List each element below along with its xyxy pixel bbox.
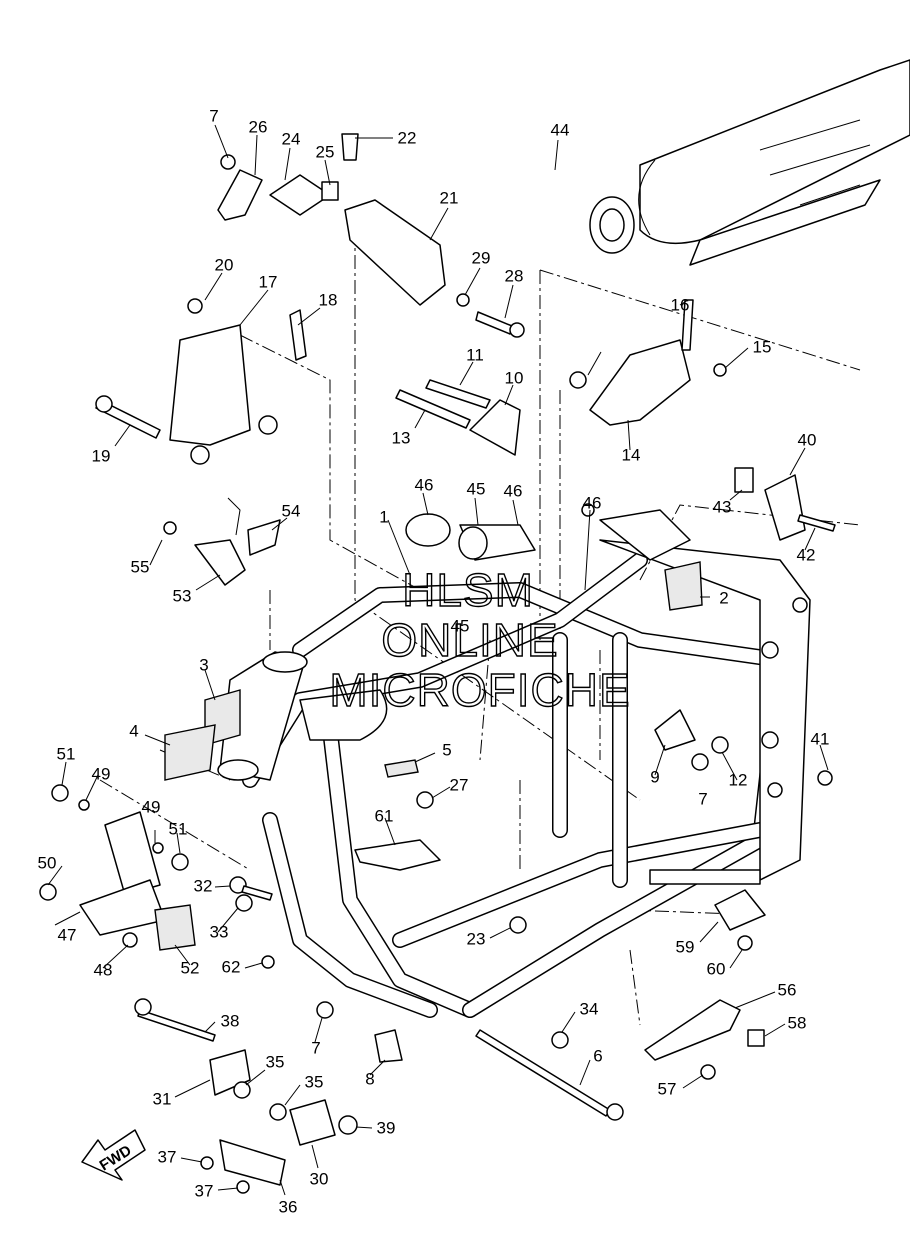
callout: 46 <box>504 481 523 500</box>
fwd-arrow-icon: FWD <box>81 1129 146 1181</box>
callout: 25 <box>316 142 335 161</box>
callout: 33 <box>210 922 229 941</box>
callout: 62 <box>222 957 241 976</box>
callout: 28 <box>505 266 524 285</box>
callout: 55 <box>131 557 150 576</box>
callout: 17 <box>259 272 278 291</box>
callout: 52 <box>181 958 200 977</box>
callout: 37 <box>158 1147 177 1166</box>
callout: 19 <box>92 446 111 465</box>
callout: 6 <box>593 1046 602 1065</box>
watermark-line-2: ONLINE <box>381 614 558 666</box>
callout: 29 <box>472 248 491 267</box>
muffler <box>589 59 910 266</box>
callout: 14 <box>622 445 641 464</box>
callout: 15 <box>753 337 772 356</box>
callout: 51 <box>57 744 76 763</box>
callouts: 7 26 24 25 22 44 21 29 28 20 17 18 16 15… <box>38 106 830 1216</box>
callout: 26 <box>249 117 268 136</box>
callout: 8 <box>365 1069 374 1088</box>
main-frame <box>217 509 811 1018</box>
callout: 30 <box>310 1169 329 1188</box>
callout: 34 <box>580 999 599 1018</box>
callout: 50 <box>38 853 57 872</box>
callout: 46 <box>415 475 434 494</box>
callout: 7 <box>698 789 707 808</box>
callout: 49 <box>142 797 161 816</box>
callout: 42 <box>797 545 816 564</box>
callout: 22 <box>398 128 417 147</box>
leader-lines <box>47 124 829 1196</box>
callout: 11 <box>466 345 484 364</box>
watermark-line-3: MICROFICHE <box>329 664 630 716</box>
callout: 1 <box>379 507 388 526</box>
callout: 54 <box>282 501 301 520</box>
callout: 23 <box>467 929 486 948</box>
callout: 21 <box>440 188 459 207</box>
callout: 38 <box>221 1011 240 1030</box>
callout: 31 <box>153 1089 172 1108</box>
callout: 45 <box>467 479 486 498</box>
callout: 2 <box>719 588 728 607</box>
callout: 53 <box>173 586 192 605</box>
callout: 7 <box>209 106 218 125</box>
callout: 4 <box>129 721 138 740</box>
callout: 40 <box>798 430 817 449</box>
callout: 3 <box>199 655 208 674</box>
callout: 35 <box>305 1072 324 1091</box>
callout: 56 <box>778 980 797 999</box>
callout: 20 <box>215 255 234 274</box>
callout: 16 <box>671 295 690 314</box>
callout: 46 <box>583 493 602 512</box>
callout: 44 <box>551 120 570 139</box>
callout: 35 <box>266 1052 285 1071</box>
callout: 45 <box>451 616 470 635</box>
callout: 37 <box>195 1181 214 1200</box>
callout: 13 <box>392 428 411 447</box>
watermark: HLSM ONLINE MICROFICHE <box>329 563 631 716</box>
callout: 58 <box>788 1013 807 1032</box>
watermark-line-1: HLSM <box>402 564 534 616</box>
callout: 32 <box>194 876 213 895</box>
callout: 49 <box>92 764 111 783</box>
callout: 24 <box>282 129 301 148</box>
callout: 57 <box>658 1079 677 1098</box>
callout: 47 <box>58 925 77 944</box>
callout: 43 <box>713 497 732 516</box>
callout: 48 <box>94 960 113 979</box>
callout: 41 <box>811 729 830 748</box>
callout: 60 <box>707 959 726 978</box>
callout: 18 <box>319 290 338 309</box>
callout: 7 <box>311 1038 320 1057</box>
callout: 9 <box>650 767 659 786</box>
callout: 36 <box>279 1197 298 1216</box>
callout: 12 <box>729 770 748 789</box>
callout: 10 <box>505 368 524 387</box>
callout: 39 <box>377 1118 396 1137</box>
callout: 5 <box>442 740 451 759</box>
small-parts <box>39 133 836 1194</box>
callout: 59 <box>676 937 695 956</box>
callout: 51 <box>169 819 188 838</box>
callout: 61 <box>375 806 394 825</box>
callout: 27 <box>450 775 469 794</box>
